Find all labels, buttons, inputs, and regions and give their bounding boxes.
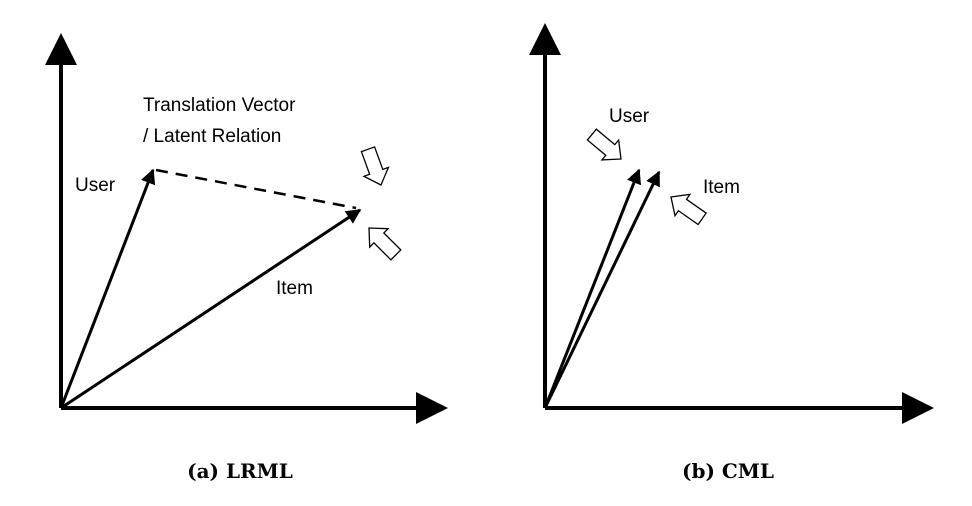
panel-a-relation-label-line1: Translation Vector <box>143 95 296 116</box>
panel-b-user-label: User <box>609 106 650 127</box>
panel-b-item-vector <box>543 170 661 409</box>
hollow-arrow-icon <box>368 227 402 261</box>
panel-a-item-label: Item <box>276 278 313 299</box>
panel-a-translation-vector <box>155 168 357 210</box>
panel-b: User Item (b) CML <box>529 23 934 483</box>
panel-b-caption: (b) CML <box>682 459 774 483</box>
panel-a-relation-label-line2: / Latent Relation <box>143 126 281 147</box>
panel-b-user-vector <box>543 168 642 409</box>
panel-a-user-label: User <box>75 175 116 196</box>
panel-a-user-vector <box>59 168 156 409</box>
hollow-arrow-icon <box>586 128 622 161</box>
panel-a-caption: (a) LRML <box>187 459 293 483</box>
panel-a: User Item Translation Vector / Latent Re… <box>45 33 448 483</box>
panel-a-item-vector <box>60 208 362 410</box>
hollow-arrow-icon <box>360 146 390 186</box>
panel-b-item-label: Item <box>703 177 740 198</box>
hollow-arrow-icon <box>670 193 708 226</box>
